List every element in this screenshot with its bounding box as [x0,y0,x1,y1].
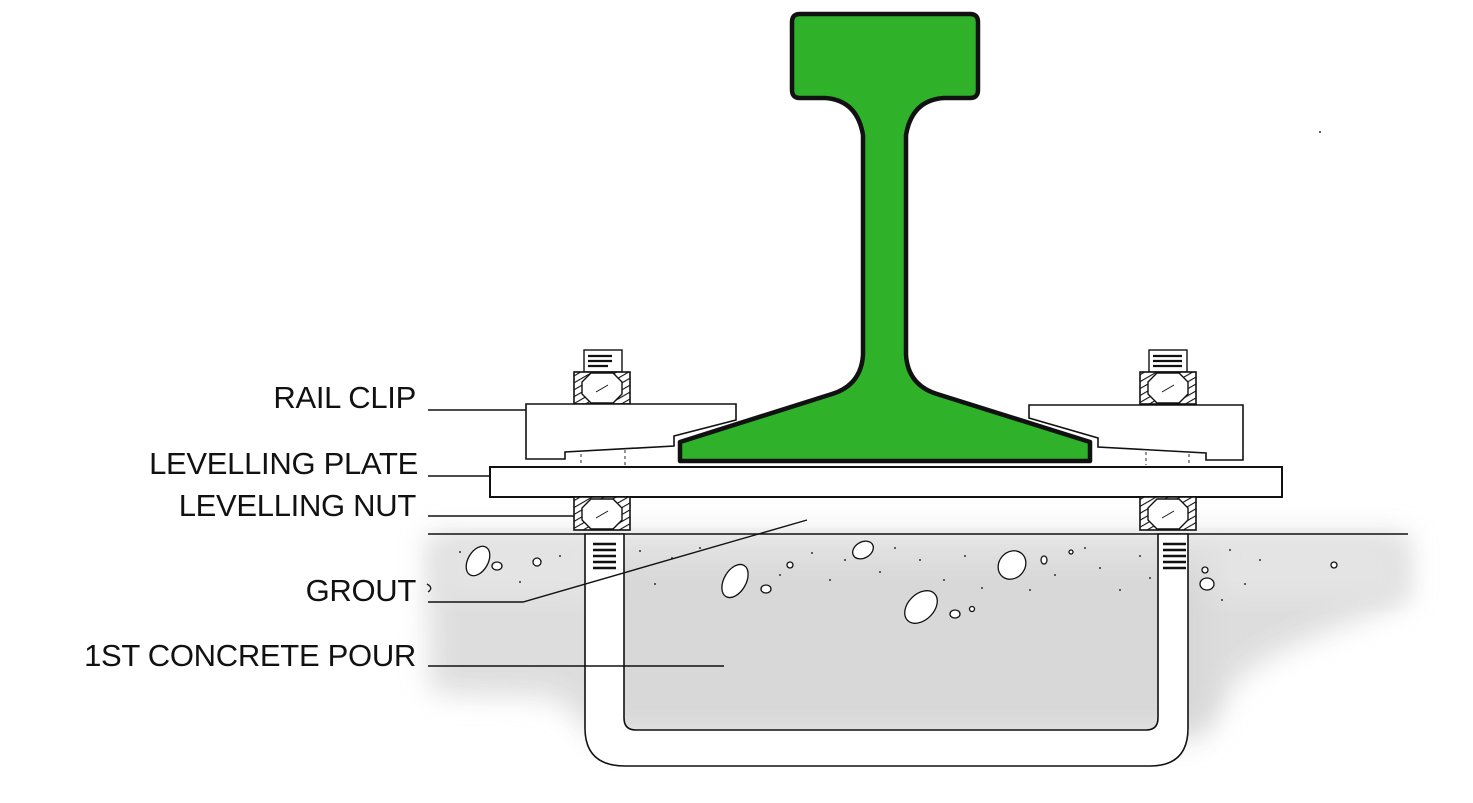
thread-left [593,542,616,570]
clamp-nut-left [573,349,631,405]
label-levelling-plate: LEVELLING PLATE [149,446,418,481]
label-grout: GROUT [306,573,417,608]
aggregate-pebbles [426,540,1338,624]
label-rail-clip: RAIL CLIP [273,380,416,415]
rail [677,11,1093,464]
concrete-base [428,533,1408,740]
levelling-nut-left [573,496,631,531]
levelling-plate [489,466,1283,498]
leader-lines [428,409,808,667]
label-levelling-nut: LEVELLING NUT [179,488,417,523]
clip-hidden-lines [580,450,1190,465]
leader-grout [428,519,808,603]
thread-right [1163,542,1186,570]
label-first-concrete-pour: 1ST CONCRETE POUR [84,638,416,673]
rail-clip-left [525,403,737,460]
rail-clip-right [1028,404,1244,461]
levelling-nut-right [1139,496,1197,531]
clamp-nut-right [1139,349,1197,405]
anchor-bolt [584,533,1189,767]
